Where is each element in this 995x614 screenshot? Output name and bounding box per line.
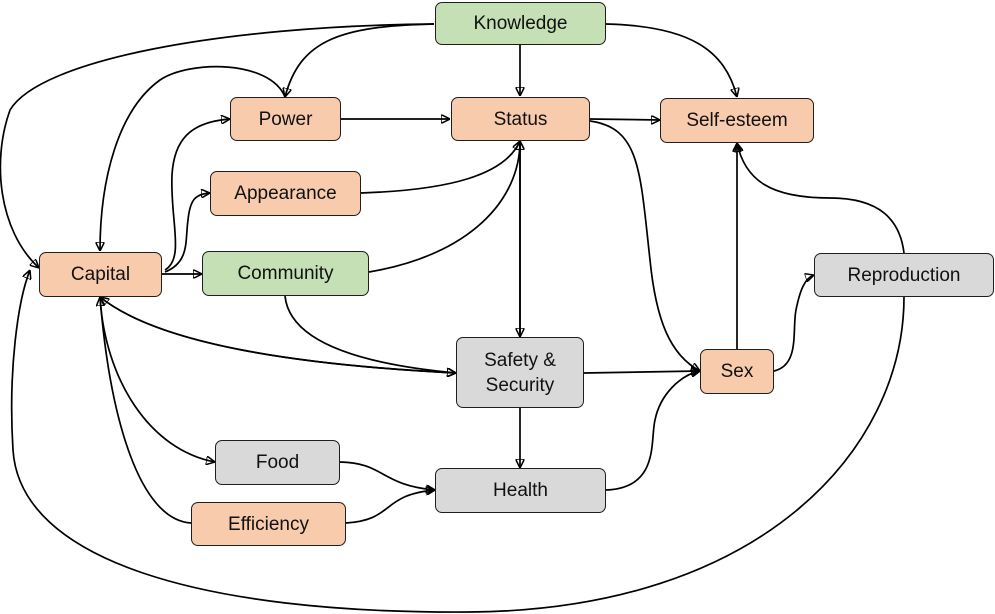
node-community: Community <box>202 251 369 296</box>
edge-sex-to-reproduction <box>773 275 814 372</box>
edge-safety-to-capital <box>100 297 457 374</box>
edge-power-to-capital <box>100 65 286 251</box>
node-self-esteem: Self-esteem <box>660 98 814 143</box>
node-appearance: Appearance <box>210 171 361 216</box>
edge-capital-to-safety <box>99 296 456 373</box>
node-reproduction: Reproduction <box>814 253 994 297</box>
edge-health-to-sex <box>605 371 700 491</box>
edge-efficiency-to-health <box>345 490 435 524</box>
edge-safety-to-sex <box>583 371 700 373</box>
edge-status-to-sex <box>589 120 700 371</box>
node-status: Status <box>451 97 590 141</box>
edge-capital-to-food <box>99 296 215 462</box>
node-knowledge: Knowledge <box>435 2 606 45</box>
edge-food-to-health <box>339 461 435 490</box>
node-efficiency: Efficiency <box>191 502 346 546</box>
edge-status-to-self-esteem <box>589 119 660 120</box>
node-capital: Capital <box>39 252 162 297</box>
node-safety-security: Safety & Security <box>456 337 584 408</box>
edge-knowledge-to-capital <box>0 23 435 268</box>
edge-reproduction-to-capital <box>10 270 905 613</box>
node-food: Food <box>215 440 340 485</box>
edge-community-to-status <box>368 141 520 273</box>
edge-capital-to-power <box>164 119 230 271</box>
edge-appearance-to-status <box>360 141 520 194</box>
node-sex: Sex <box>700 349 774 394</box>
edge-community-to-safety <box>284 295 456 373</box>
edge-efficiency-to-capital <box>100 297 192 524</box>
edge-knowledge-to-power <box>285 23 435 97</box>
node-health: Health <box>435 468 606 513</box>
node-power: Power <box>230 97 341 141</box>
edge-capital-to-appearance <box>164 193 210 273</box>
edge-knowledge-to-self-esteem <box>605 23 737 97</box>
edge-reproduction-to-self-esteem <box>737 143 905 254</box>
